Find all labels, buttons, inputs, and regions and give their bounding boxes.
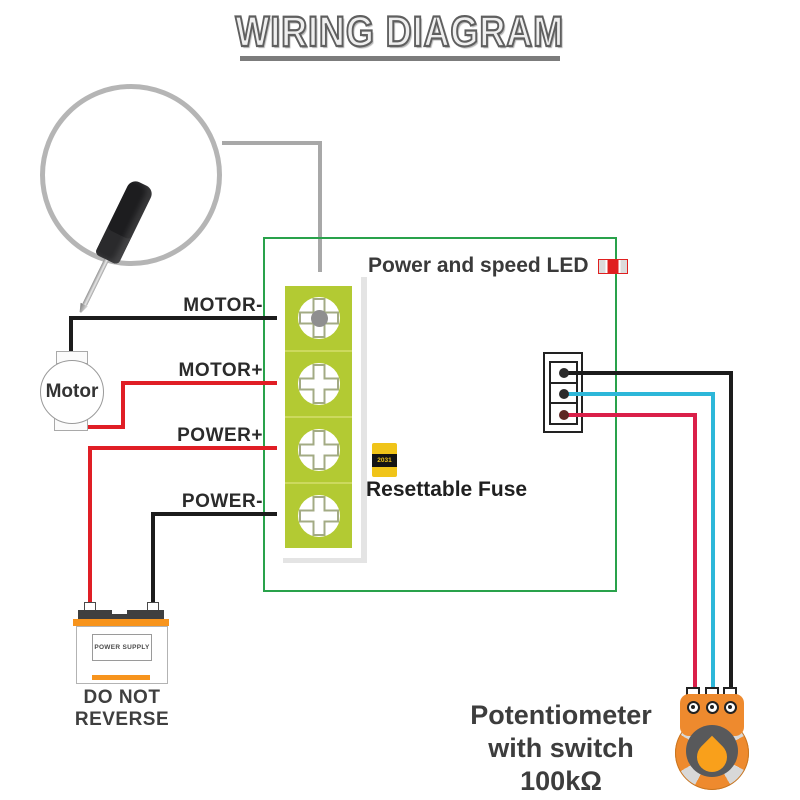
motor: Motor — [40, 360, 104, 424]
wire-motor-plus-h — [121, 381, 285, 385]
screw-icon — [297, 495, 340, 537]
led-label: Power and speed LED — [368, 254, 589, 277]
connector-pin1-cell — [551, 363, 576, 384]
screw-icon — [297, 363, 340, 405]
pot-caption-line2: with switch — [488, 733, 634, 763]
wire-motor-minus-h — [69, 316, 285, 320]
connector-pin1-dot — [559, 368, 569, 378]
wire-pot-blue-h — [564, 392, 714, 396]
wire-power-minus-v — [151, 512, 155, 606]
power-supply-label-box: POWER SUPPLY — [92, 634, 152, 661]
battery-top-bar — [78, 610, 164, 619]
wire-pot-black-v — [729, 371, 733, 689]
screwdriver-contact-dot — [311, 310, 328, 327]
wire-motor-minus-v — [69, 316, 73, 356]
wire-motor-plus-v — [121, 381, 125, 429]
led-icon — [597, 258, 628, 274]
wire-motor-plus-stub — [85, 425, 125, 429]
screw-icon — [297, 429, 340, 471]
potentiometer-caption: Potentiometer with switch 100kΩ — [438, 699, 684, 798]
wire-pot-red-v — [693, 413, 697, 689]
battery-orange-band — [73, 619, 169, 626]
screwdriver-handle — [94, 178, 155, 266]
page-title: WIRING DIAGRAM — [235, 7, 565, 57]
terminal-power-minus — [285, 484, 352, 548]
battery-bottom-strip — [92, 675, 150, 680]
wire-pot-blue-v — [711, 392, 715, 689]
header: WIRING DIAGRAM — [0, 7, 800, 57]
resettable-fuse-icon: 2031 — [372, 443, 397, 477]
pot-eyelet-3 — [724, 701, 737, 714]
power-supply-label: POWER SUPPLY — [94, 644, 150, 651]
terminal-power-plus — [285, 418, 352, 484]
do-not-reverse-warning: DO NOT REVERSE — [74, 687, 170, 730]
terminal-label-motor-plus: MOTOR+ — [178, 360, 263, 381]
wire-pot-red-h — [564, 413, 697, 417]
pot-eyelet-1 — [687, 701, 700, 714]
fuse-marking: 2031 — [372, 454, 397, 467]
terminal-label-power-plus: POWER+ — [177, 425, 263, 446]
wire-power-plus-h — [88, 446, 285, 450]
battery-top-notch — [112, 610, 127, 614]
screwdriver-pointer-horizontal — [222, 141, 322, 145]
connector-pin2-cell — [551, 384, 576, 405]
wire-pot-black-h — [564, 371, 732, 375]
led-annotation: Power and speed LED — [368, 254, 628, 278]
pot-caption-line3: 100kΩ — [520, 766, 602, 796]
screwdriver-shaft — [82, 258, 109, 306]
connector-pin3-dot — [559, 410, 569, 420]
connector-pin2-dot — [559, 389, 569, 399]
wire-power-minus-h — [151, 512, 285, 516]
title-underline — [240, 56, 560, 61]
terminal-motor-plus — [285, 352, 352, 418]
fuse-label: Resettable Fuse — [366, 478, 528, 501]
screwdriver-callout-circle — [40, 84, 222, 266]
power-supply: POWER SUPPLY — [76, 626, 168, 684]
screwdriver-icon — [66, 177, 157, 321]
pot-eyelet-2 — [706, 701, 719, 714]
terminal-label-power-minus: POWER- — [181, 491, 263, 512]
pot-caption-line1: Potentiometer — [470, 700, 652, 730]
terminal-label-motor-minus: MOTOR- — [183, 295, 263, 316]
wire-power-plus-v — [88, 446, 92, 606]
screwdriver-pointer-vertical — [318, 141, 322, 316]
motor-label: Motor — [45, 381, 99, 402]
